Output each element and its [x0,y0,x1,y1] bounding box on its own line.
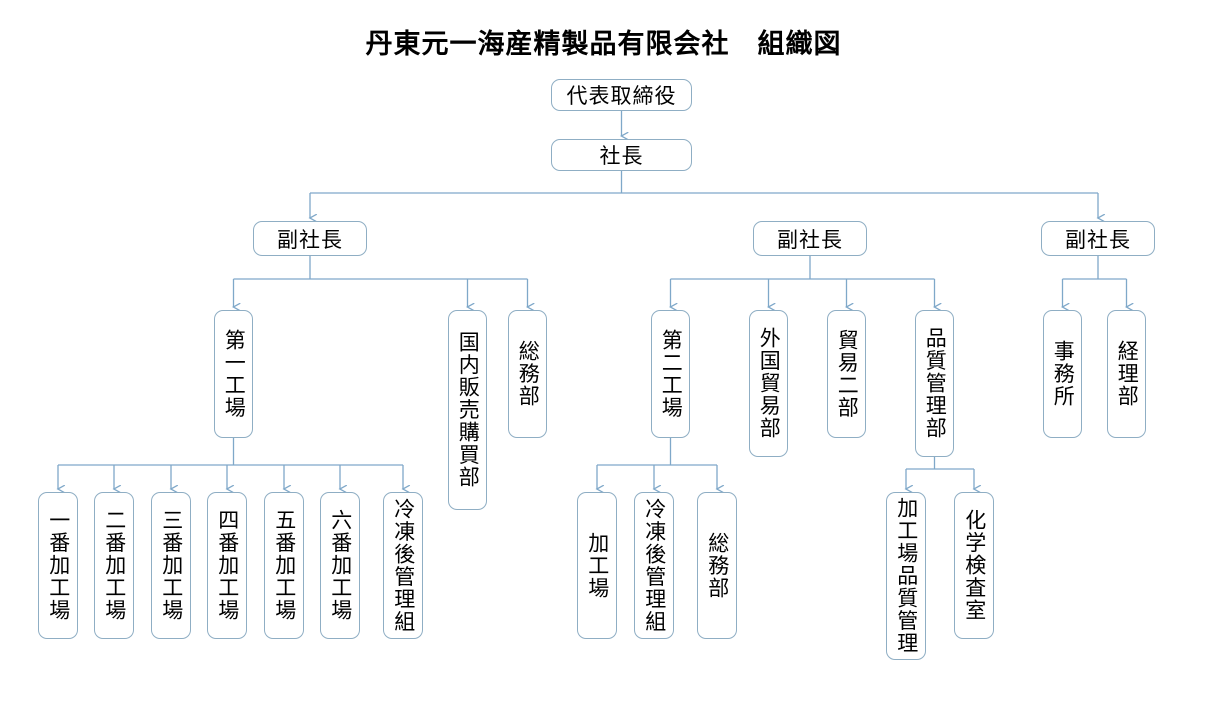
node-label: 貿易二部 [835,329,860,419]
node-label: 副社長 [277,227,343,252]
node-label: 総務部 [516,340,541,408]
node-general-affairs-dept-middle[interactable]: 総務部 [697,492,737,639]
node-processing-plant-5[interactable]: 五番加工場 [264,492,304,639]
node-label: 化学検査室 [962,509,987,622]
node-processing-plant-middle[interactable]: 加工場 [577,492,617,639]
node-label: 代表取締役 [566,84,677,108]
node-chemical-inspection-lab[interactable]: 化学検査室 [954,492,994,639]
node-label: 三番加工場 [159,509,184,622]
node-accounting-dept[interactable]: 経理部 [1107,310,1146,438]
node-label: 外国貿易部 [757,327,782,440]
node-label: 二番加工場 [102,509,127,622]
node-processing-plant-4[interactable]: 四番加工場 [207,492,247,639]
node-vice-president-middle[interactable]: 副社長 [753,221,867,256]
node-processing-plant-1[interactable]: 一番加工場 [38,492,78,639]
node-label: 事務所 [1051,340,1076,408]
node-label: 経理部 [1115,340,1140,408]
node-label: 副社長 [777,227,843,252]
node-label: 六番加工場 [328,509,353,622]
node-vice-president-right[interactable]: 副社長 [1041,221,1155,256]
node-president[interactable]: 社長 [551,139,692,171]
node-foreign-trade-dept[interactable]: 外国貿易部 [749,310,788,457]
node-plant-quality-management[interactable]: 加工場品質管理 [886,492,926,660]
node-label: 総務部 [705,531,730,600]
node-label: 五番加工場 [272,509,297,622]
node-processing-plant-6[interactable]: 六番加工場 [320,492,360,639]
node-vice-president-left[interactable]: 副社長 [253,221,367,256]
node-label: 社長 [599,144,644,168]
node-processing-plant-3[interactable]: 三番加工場 [151,492,191,639]
node-representative-director[interactable]: 代表取締役 [551,79,692,111]
node-domestic-sales-purchasing-dept[interactable]: 国内販売購買部 [448,310,487,510]
node-label: 品質管理部 [923,327,948,440]
node-office[interactable]: 事務所 [1043,310,1082,438]
node-label: 副社長 [1065,227,1131,252]
node-label: 加工場 [585,531,610,600]
node-label: 国内販売購買部 [456,331,481,489]
chart-title: 丹東元一海産精製品有限会社 組織図 [365,29,842,59]
node-label: 第一工場 [222,329,247,419]
node-label: 冷凍後管理組 [642,498,667,633]
node-trade-dept-two[interactable]: 貿易二部 [827,310,866,438]
node-label: 一番加工場 [46,509,71,622]
node-first-factory[interactable]: 第一工場 [214,310,253,438]
node-label: 第二工場 [659,329,684,419]
node-post-freeze-management-group-left[interactable]: 冷凍後管理組 [383,492,423,639]
node-second-factory[interactable]: 第二工場 [651,310,690,438]
node-label: 冷凍後管理組 [391,498,416,633]
node-label: 四番加工場 [215,509,240,622]
node-general-affairs-dept-left[interactable]: 総務部 [508,310,547,438]
node-quality-control-dept[interactable]: 品質管理部 [915,310,954,457]
node-post-freeze-management-group-middle[interactable]: 冷凍後管理組 [634,492,674,639]
node-label: 加工場品質管理 [894,497,919,655]
node-processing-plant-2[interactable]: 二番加工場 [94,492,134,639]
